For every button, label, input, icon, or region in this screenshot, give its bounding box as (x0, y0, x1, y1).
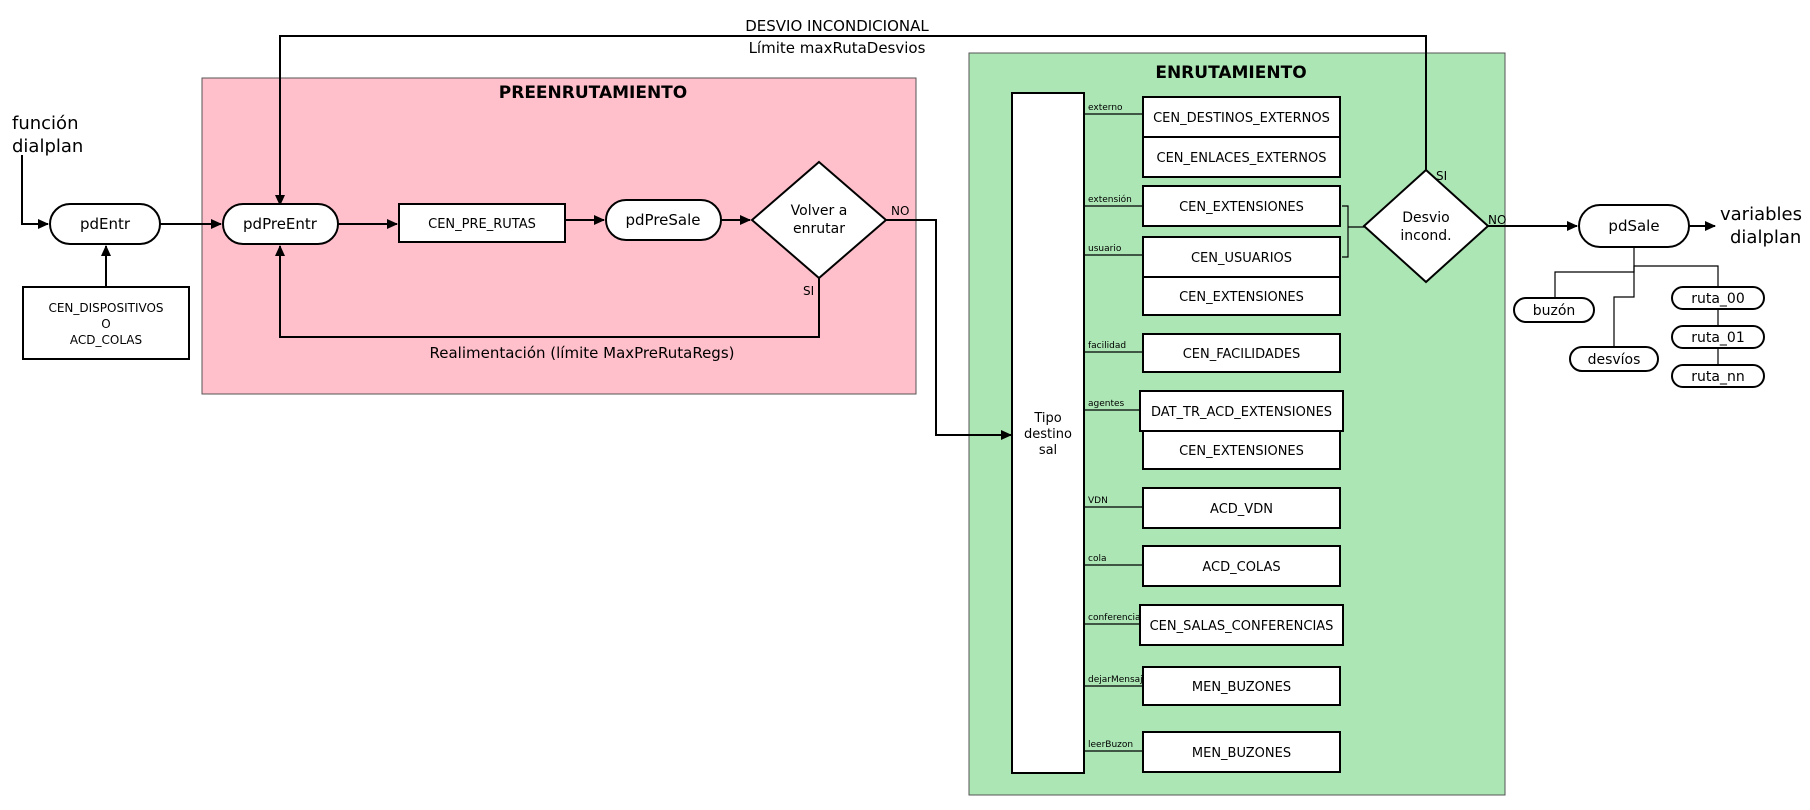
branch-label-7: conferencias (1088, 613, 1146, 623)
funcion-dialplan-line-1: función (12, 113, 78, 134)
pd-pre-entr-label: pdPreEntr (243, 215, 318, 233)
desvio-incond-decision (1362, 168, 1490, 284)
table-box-4-0 (1139, 390, 1344, 432)
tree-to-desvios (1613, 272, 1635, 347)
desvio-si-label: SI (1436, 169, 1447, 183)
table-label-5-0: ACD_VDN (1210, 502, 1273, 517)
branch-label-2: usuario (1088, 244, 1122, 254)
realimentacion-label: Realimentación (límite MaxPreRutaRegs) (430, 344, 735, 362)
entry-arrow (21, 155, 49, 229)
branch-label-6: cola (1088, 554, 1106, 564)
table-label-4-1: CEN_EXTENSIONES (1179, 444, 1304, 459)
table-box-3-0 (1142, 333, 1341, 373)
buzon-node (1513, 297, 1595, 323)
desvio-incond-line-2: incond. (1400, 228, 1451, 244)
table-box-6-0 (1142, 545, 1341, 587)
desvios-label: desvíos (1588, 352, 1641, 368)
variables-dialplan-line-1: variables (1720, 204, 1802, 225)
cen-pre-rutas-box (398, 203, 566, 243)
limite-max-ruta-desvios-label: Límite maxRutaDesvios (749, 39, 926, 57)
table-box-0-1 (1142, 136, 1341, 178)
branch-label-1: extensión (1088, 194, 1132, 205)
branch-label-9: leerBuzon (1088, 740, 1133, 750)
cen-pre-rutas-label: CEN_PRE_RUTAS (428, 217, 536, 232)
table-label-0-0: CEN_DESTINOS_EXTERNOS (1153, 111, 1330, 126)
preenrutamiento-title: PREENRUTAMIENTO (499, 83, 687, 103)
table-label-1-0: CEN_EXTENSIONES (1179, 200, 1304, 215)
volver-a-enrutar-line-2: enrutar (793, 221, 845, 237)
table-box-2-0 (1142, 236, 1341, 278)
table-label-2-0: CEN_USUARIOS (1191, 251, 1292, 266)
bracket-to-desvio (1342, 205, 1349, 258)
buzon-label: buzón (1533, 303, 1576, 319)
table-label-0-1: CEN_ENLACES_EXTERNOS (1157, 151, 1327, 166)
table-box-1-0 (1142, 185, 1341, 227)
desvio-incondicional-label: DESVIO INCONDICIONAL (745, 17, 929, 35)
realimentacion-loop (275, 245, 820, 338)
pd-sale-label: pdSale (1608, 217, 1659, 235)
table-label-9-0: MEN_BUZONES (1192, 746, 1291, 761)
funcion-dialplan-line-2: dialplan (12, 136, 83, 157)
tipo-destino-box (1011, 92, 1085, 774)
ruta-nn-node (1671, 364, 1765, 388)
table-label-3-0: CEN_FACILIDADES (1183, 347, 1301, 362)
variables-dialplan-line-2: dialplan (1730, 227, 1801, 248)
tree-to-rutas (1633, 265, 1719, 288)
volver-si-label: SI (803, 284, 814, 298)
table-label-8-0: MEN_BUZONES (1192, 680, 1291, 695)
branch-label-4: agentes (1088, 399, 1125, 409)
tipo-destino-line-3: sal (1039, 443, 1057, 458)
desvios-node (1569, 346, 1659, 372)
table-label-2-1: CEN_EXTENSIONES (1179, 290, 1304, 305)
branch-label-0: externo (1088, 103, 1123, 113)
table-label-7-0: CEN_SALAS_CONFERENCIAS (1150, 619, 1334, 634)
table-box-4-1 (1142, 430, 1341, 470)
desvio-incondicional-loop (275, 35, 1427, 206)
branch-label-5: VDN (1088, 496, 1108, 506)
table-box-9-0 (1142, 731, 1341, 773)
volver-no-label: NO (891, 204, 909, 218)
tipo-destino-line-2: destino (1024, 427, 1072, 442)
table-box-8-0 (1142, 666, 1341, 706)
cen-dispositivos-line-1: CEN_DISPOSITIVOS (48, 301, 163, 315)
table-label-4-0: DAT_TR_ACD_EXTENSIONES (1151, 405, 1332, 420)
table-box-5-0 (1142, 487, 1341, 529)
branch-label-3: facilidad (1088, 341, 1126, 351)
enrutamiento-title: ENRUTAMIENTO (1155, 63, 1306, 83)
desvio-incond-line-1: Desvio (1402, 210, 1449, 226)
table-box-7-0 (1139, 604, 1344, 646)
table-label-6-0: ACD_COLAS (1202, 560, 1280, 575)
cen-dispositivos-line-2: O (101, 317, 110, 331)
pd-entr-label: pdEntr (80, 215, 131, 233)
ruta-nn-label: ruta_nn (1691, 369, 1744, 385)
cen-dispositivos-line-3: ACD_COLAS (70, 333, 142, 347)
volver-no-to-tipo-destino (886, 219, 1012, 440)
ruta-00-label: ruta_00 (1691, 291, 1745, 307)
branch-label-8: dejarMensaje (1088, 675, 1149, 685)
ruta-00-node (1671, 286, 1765, 310)
volver-a-enrutar-line-1: Volver a (791, 203, 848, 219)
tipo-destino-line-1: Tipo (1033, 411, 1061, 426)
ruta-01-label: ruta_01 (1691, 330, 1745, 346)
table-box-2-1 (1142, 276, 1341, 316)
ruta-01-node (1671, 325, 1765, 349)
pd-pre-sale-label: pdPreSale (626, 211, 701, 229)
desvio-no-label: NO (1488, 213, 1506, 227)
tree-to-buzon (1554, 247, 1635, 298)
